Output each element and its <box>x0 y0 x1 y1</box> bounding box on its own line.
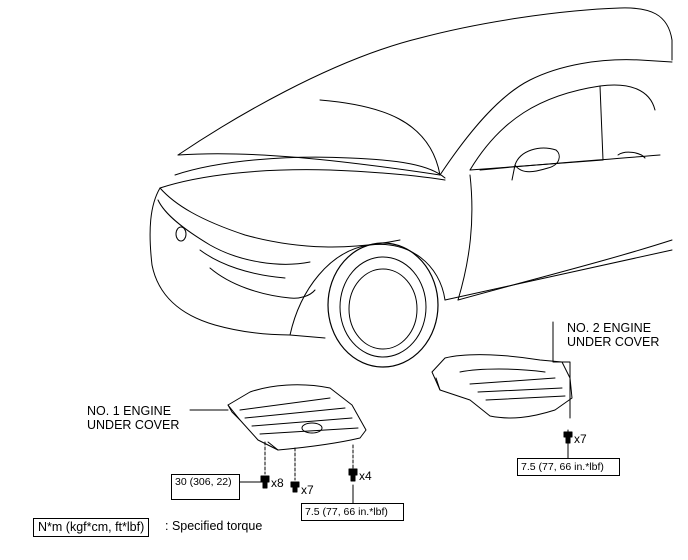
no1-under-cover-part <box>227 384 367 451</box>
no2-under-cover-part <box>431 354 573 419</box>
bolt-count-x7-left: x7 <box>301 483 314 497</box>
bolt-count-x8: x8 <box>271 476 284 490</box>
torque-spec-box-30: 30 (306, 22) <box>171 474 240 500</box>
bolt-count-x7-right: x7 <box>574 432 587 446</box>
no2-engine-under-cover-label: NO. 2 ENGINE UNDER COVER <box>567 321 660 349</box>
torque-spec-box-7-5-left: 7.5 (77, 66 in.*lbf) <box>301 503 404 521</box>
no1-engine-under-cover-label: NO. 1 ENGINE UNDER COVER <box>87 404 180 432</box>
bolts <box>260 431 573 493</box>
legend-units-box: N*m (kgf*cm, ft*lbf) <box>33 518 150 537</box>
bolt-count-x4: x4 <box>359 469 372 483</box>
torque-spec-box-7-5-right: 7.5 (77, 66 in.*lbf) <box>517 458 620 476</box>
legend-description: : Specified torque <box>165 519 263 533</box>
car-illustration <box>149 7 673 368</box>
